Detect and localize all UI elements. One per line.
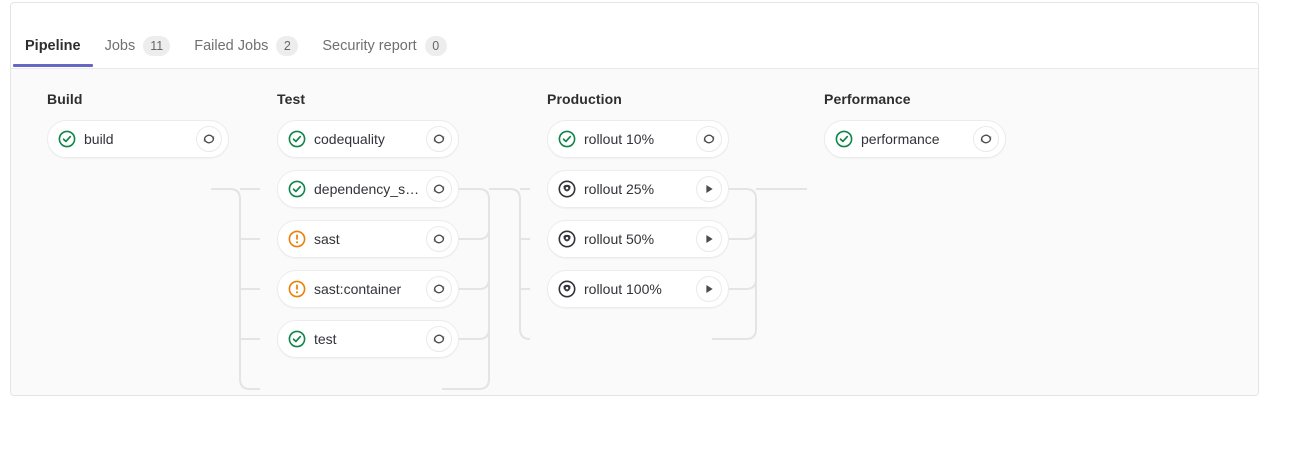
warning-circle-icon: [288, 230, 306, 248]
retry-icon[interactable]: [426, 176, 452, 202]
tab-jobs[interactable]: Jobs 11: [93, 3, 183, 67]
tab-bar: Pipeline Jobs 11 Failed Jobs 2 Security …: [11, 3, 1258, 69]
job-card-dependency-scanning[interactable]: dependency_s…: [277, 170, 459, 208]
retry-icon[interactable]: [426, 326, 452, 352]
job-name: sast:container: [314, 281, 402, 297]
stage-job-list: performance: [806, 120, 1036, 158]
stage-title: Build: [47, 91, 83, 107]
play-icon[interactable]: [696, 226, 722, 252]
retry-icon[interactable]: [696, 126, 722, 152]
warning-circle-icon: [288, 280, 306, 298]
stage-title: Test: [277, 91, 306, 107]
retry-icon[interactable]: [426, 276, 452, 302]
check-circle-icon: [835, 130, 853, 148]
check-circle-icon: [288, 180, 306, 198]
tab-label: Failed Jobs: [194, 38, 269, 54]
tab-security-report[interactable]: Security report 0: [310, 3, 458, 67]
job-card-rollout-100[interactable]: rollout 100%: [547, 270, 729, 308]
job-card-sast[interactable]: sast: [277, 220, 459, 258]
job-card-sast-container[interactable]: sast:container: [277, 270, 459, 308]
pipeline-graph: Build build Test: [11, 69, 1258, 395]
stage-title: Production: [547, 91, 622, 107]
play-icon[interactable]: [696, 276, 722, 302]
stage-test: Test codequality: [259, 69, 489, 370]
tab-badge-count: 2: [276, 36, 299, 56]
retry-icon[interactable]: [973, 126, 999, 152]
retry-icon[interactable]: [426, 226, 452, 252]
stage-production: Production rollout 10%: [529, 69, 759, 320]
retry-icon[interactable]: [196, 126, 222, 152]
tab-label: Jobs: [104, 38, 136, 54]
manual-gear-circle-icon: [558, 230, 576, 248]
play-icon[interactable]: [696, 176, 722, 202]
job-card-rollout-25[interactable]: rollout 25%: [547, 170, 729, 208]
stage-performance: Performance performance: [806, 69, 1036, 170]
tab-label: Security report: [322, 38, 417, 54]
job-name: rollout 100%: [584, 281, 662, 297]
job-name: build: [84, 131, 114, 147]
tab-label: Pipeline: [25, 38, 81, 54]
check-circle-icon: [58, 130, 76, 148]
tab-badge-count: 11: [143, 36, 171, 56]
manual-gear-circle-icon: [558, 180, 576, 198]
job-name: rollout 25%: [584, 181, 655, 197]
job-card-test[interactable]: test: [277, 320, 459, 358]
job-name: sast: [314, 231, 340, 247]
tab-failed-jobs[interactable]: Failed Jobs 2: [182, 3, 310, 67]
pipeline-card: Pipeline Jobs 11 Failed Jobs 2 Security …: [10, 2, 1259, 396]
check-circle-icon: [288, 330, 306, 348]
stage-build: Build build: [29, 69, 259, 170]
job-card-performance[interactable]: performance: [824, 120, 1006, 158]
stage-job-list: build: [29, 120, 259, 158]
job-card-build[interactable]: build: [47, 120, 229, 158]
check-circle-icon: [288, 130, 306, 148]
job-name: rollout 50%: [584, 231, 655, 247]
job-card-codequality[interactable]: codequality: [277, 120, 459, 158]
job-name: codequality: [314, 131, 385, 147]
manual-gear-circle-icon: [558, 280, 576, 298]
tab-pipeline[interactable]: Pipeline: [13, 3, 93, 67]
job-name: test: [314, 331, 337, 347]
tab-badge-count: 0: [424, 36, 447, 56]
retry-icon[interactable]: [426, 126, 452, 152]
job-name: dependency_s…: [314, 181, 420, 197]
job-name: performance: [861, 131, 940, 147]
stage-title: Performance: [824, 91, 911, 107]
job-name: rollout 10%: [584, 131, 655, 147]
stage-job-list: rollout 10% rollout 25%: [529, 120, 759, 308]
job-card-rollout-50[interactable]: rollout 50%: [547, 220, 729, 258]
job-card-rollout-10[interactable]: rollout 10%: [547, 120, 729, 158]
check-circle-icon: [558, 130, 576, 148]
stage-job-list: codequality dependency_s…: [259, 120, 489, 358]
